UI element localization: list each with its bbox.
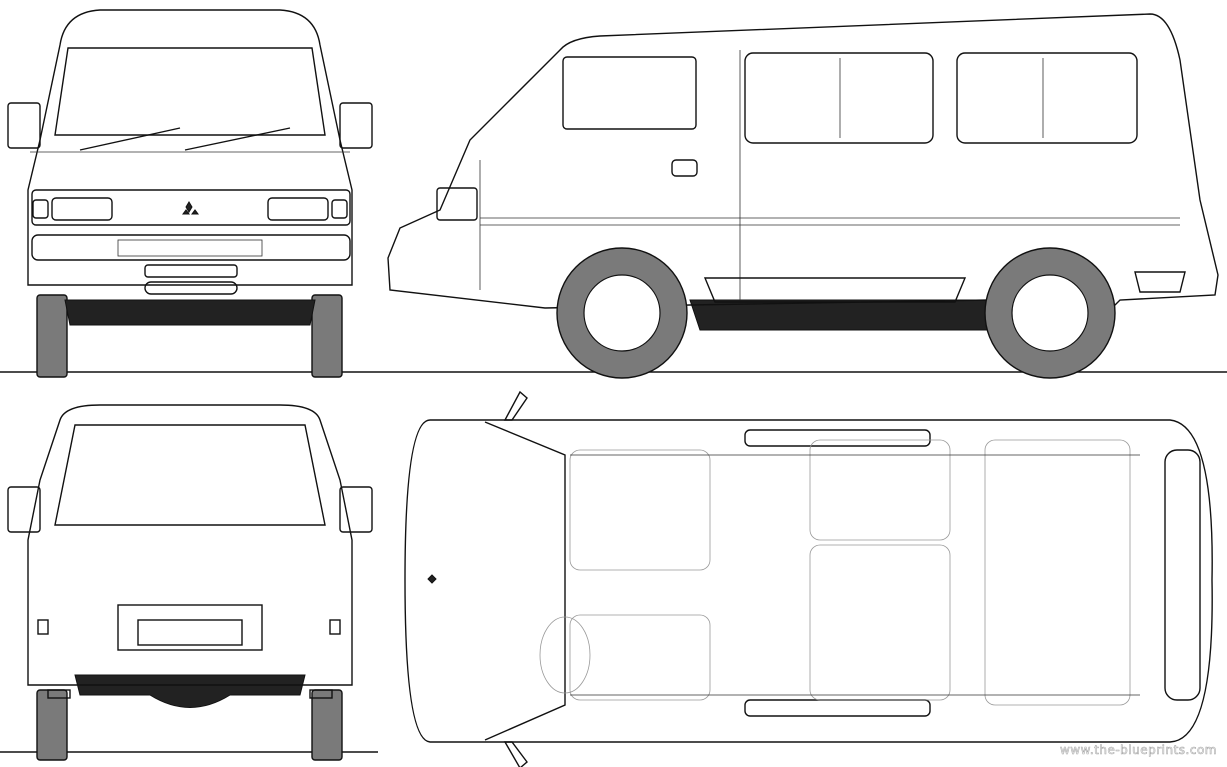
rear-view [7, 404, 373, 761]
top-view [404, 390, 1213, 767]
front-view [7, 9, 373, 378]
mitsubishi-logo-top [427, 574, 437, 584]
mitsubishi-logo-front [182, 201, 199, 215]
side-view [387, 13, 1219, 379]
watermark: www.the-blueprints.com [1059, 743, 1217, 758]
